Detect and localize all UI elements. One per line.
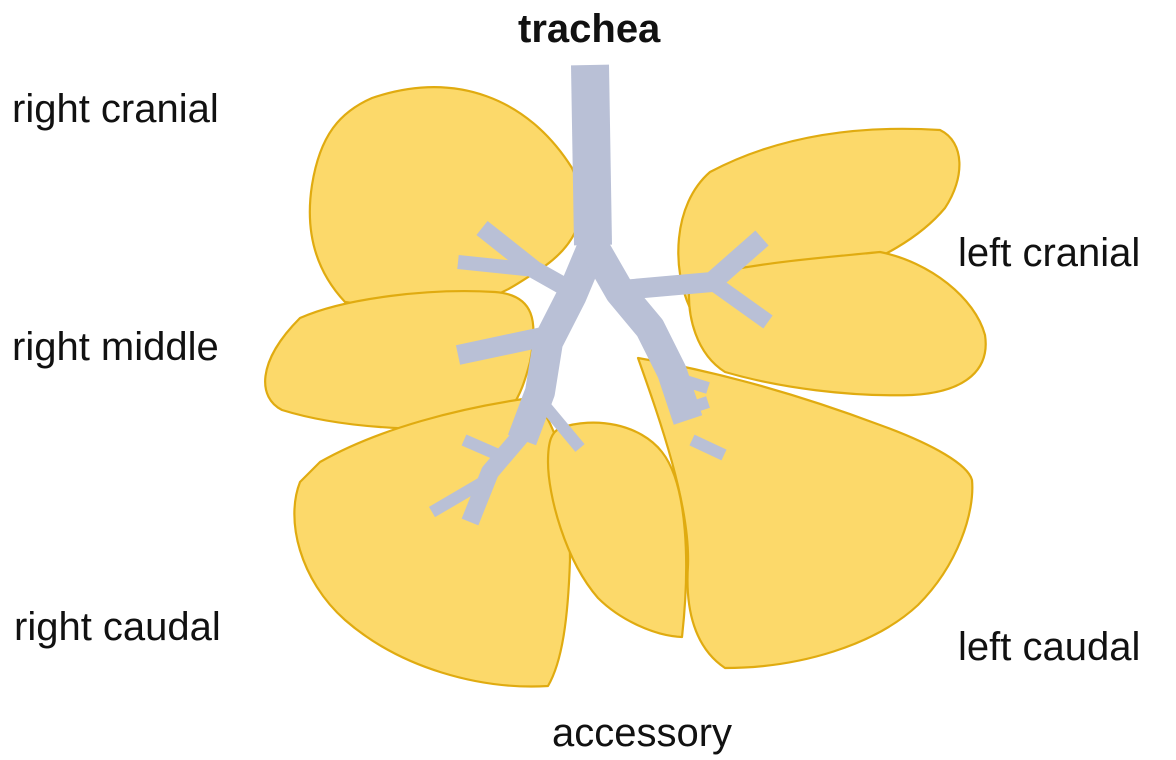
label-accessory: accessory xyxy=(552,711,732,755)
label-right-middle: right middle xyxy=(12,325,219,369)
label-right-cranial: right cranial xyxy=(12,87,219,131)
label-left-cranial: left cranial xyxy=(958,231,1140,275)
lobes xyxy=(265,87,986,686)
label-right-caudal: right caudal xyxy=(14,605,221,649)
right-cranial-bronchus-branch xyxy=(458,262,535,270)
left-caudal-branch-b xyxy=(684,402,708,410)
left-main-bronchus xyxy=(593,245,688,420)
label-left-caudal: left caudal xyxy=(958,625,1140,669)
label-trachea: trachea xyxy=(518,7,661,51)
trachea-tube xyxy=(590,65,593,245)
accessory-lobe xyxy=(548,423,686,637)
